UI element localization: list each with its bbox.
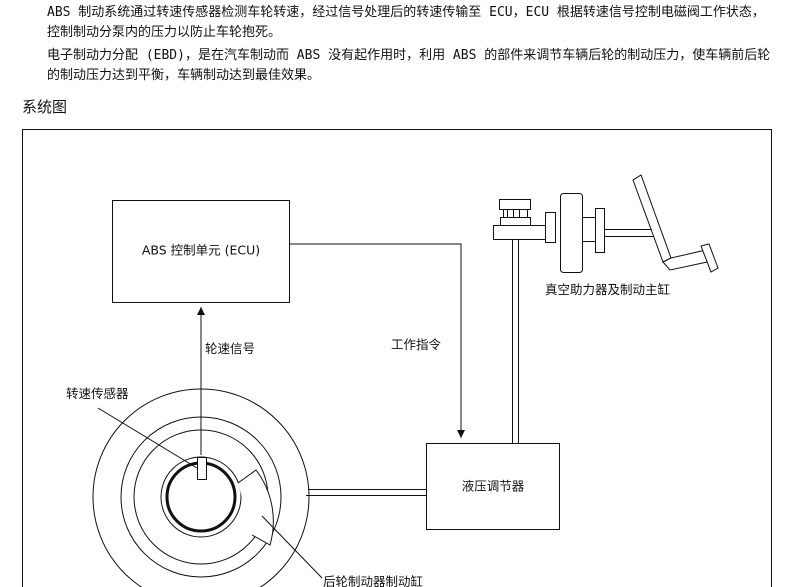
speed-sensor-element	[197, 457, 207, 480]
work-command-label: 工作指令	[391, 337, 442, 352]
speed-sensor-label: 转速传感器	[66, 386, 129, 401]
ecu-label: ABS 控制单元 (ECU)	[142, 243, 260, 258]
ecu-unit: ABS 控制单元 (ECU)	[112, 200, 290, 303]
rear-brake-caliper	[237, 469, 274, 546]
rear-brake-label: 后轮制动器制动缸	[323, 574, 423, 587]
section-title: 系统图	[22, 98, 68, 116]
vacuum-booster-master-cylinder	[493, 174, 719, 273]
intro-paragraph-ebd: 电子制动力分配 (EBD)，是在汽车制动而 ABS 没有起作用时，利用 ABS …	[47, 48, 771, 83]
diagram-frame	[22, 129, 772, 587]
work-command-arrow	[290, 243, 465, 438]
hydraulic-unit-label: 液压调节器	[462, 479, 525, 494]
intro-paragraph-abs: ABS 制动系统通过转速传感器检测车轮转速，经过信号处理后的转速传输至 ECU，…	[47, 5, 765, 40]
booster-label: 真空助力器及制动主缸	[545, 282, 670, 297]
wheel-speed-signal-label: 轮速信号	[205, 341, 255, 356]
wheel-assembly	[92, 388, 310, 587]
rear-brake-leader	[261, 515, 323, 579]
hydraulic-unit: 液压调节器	[426, 443, 560, 530]
